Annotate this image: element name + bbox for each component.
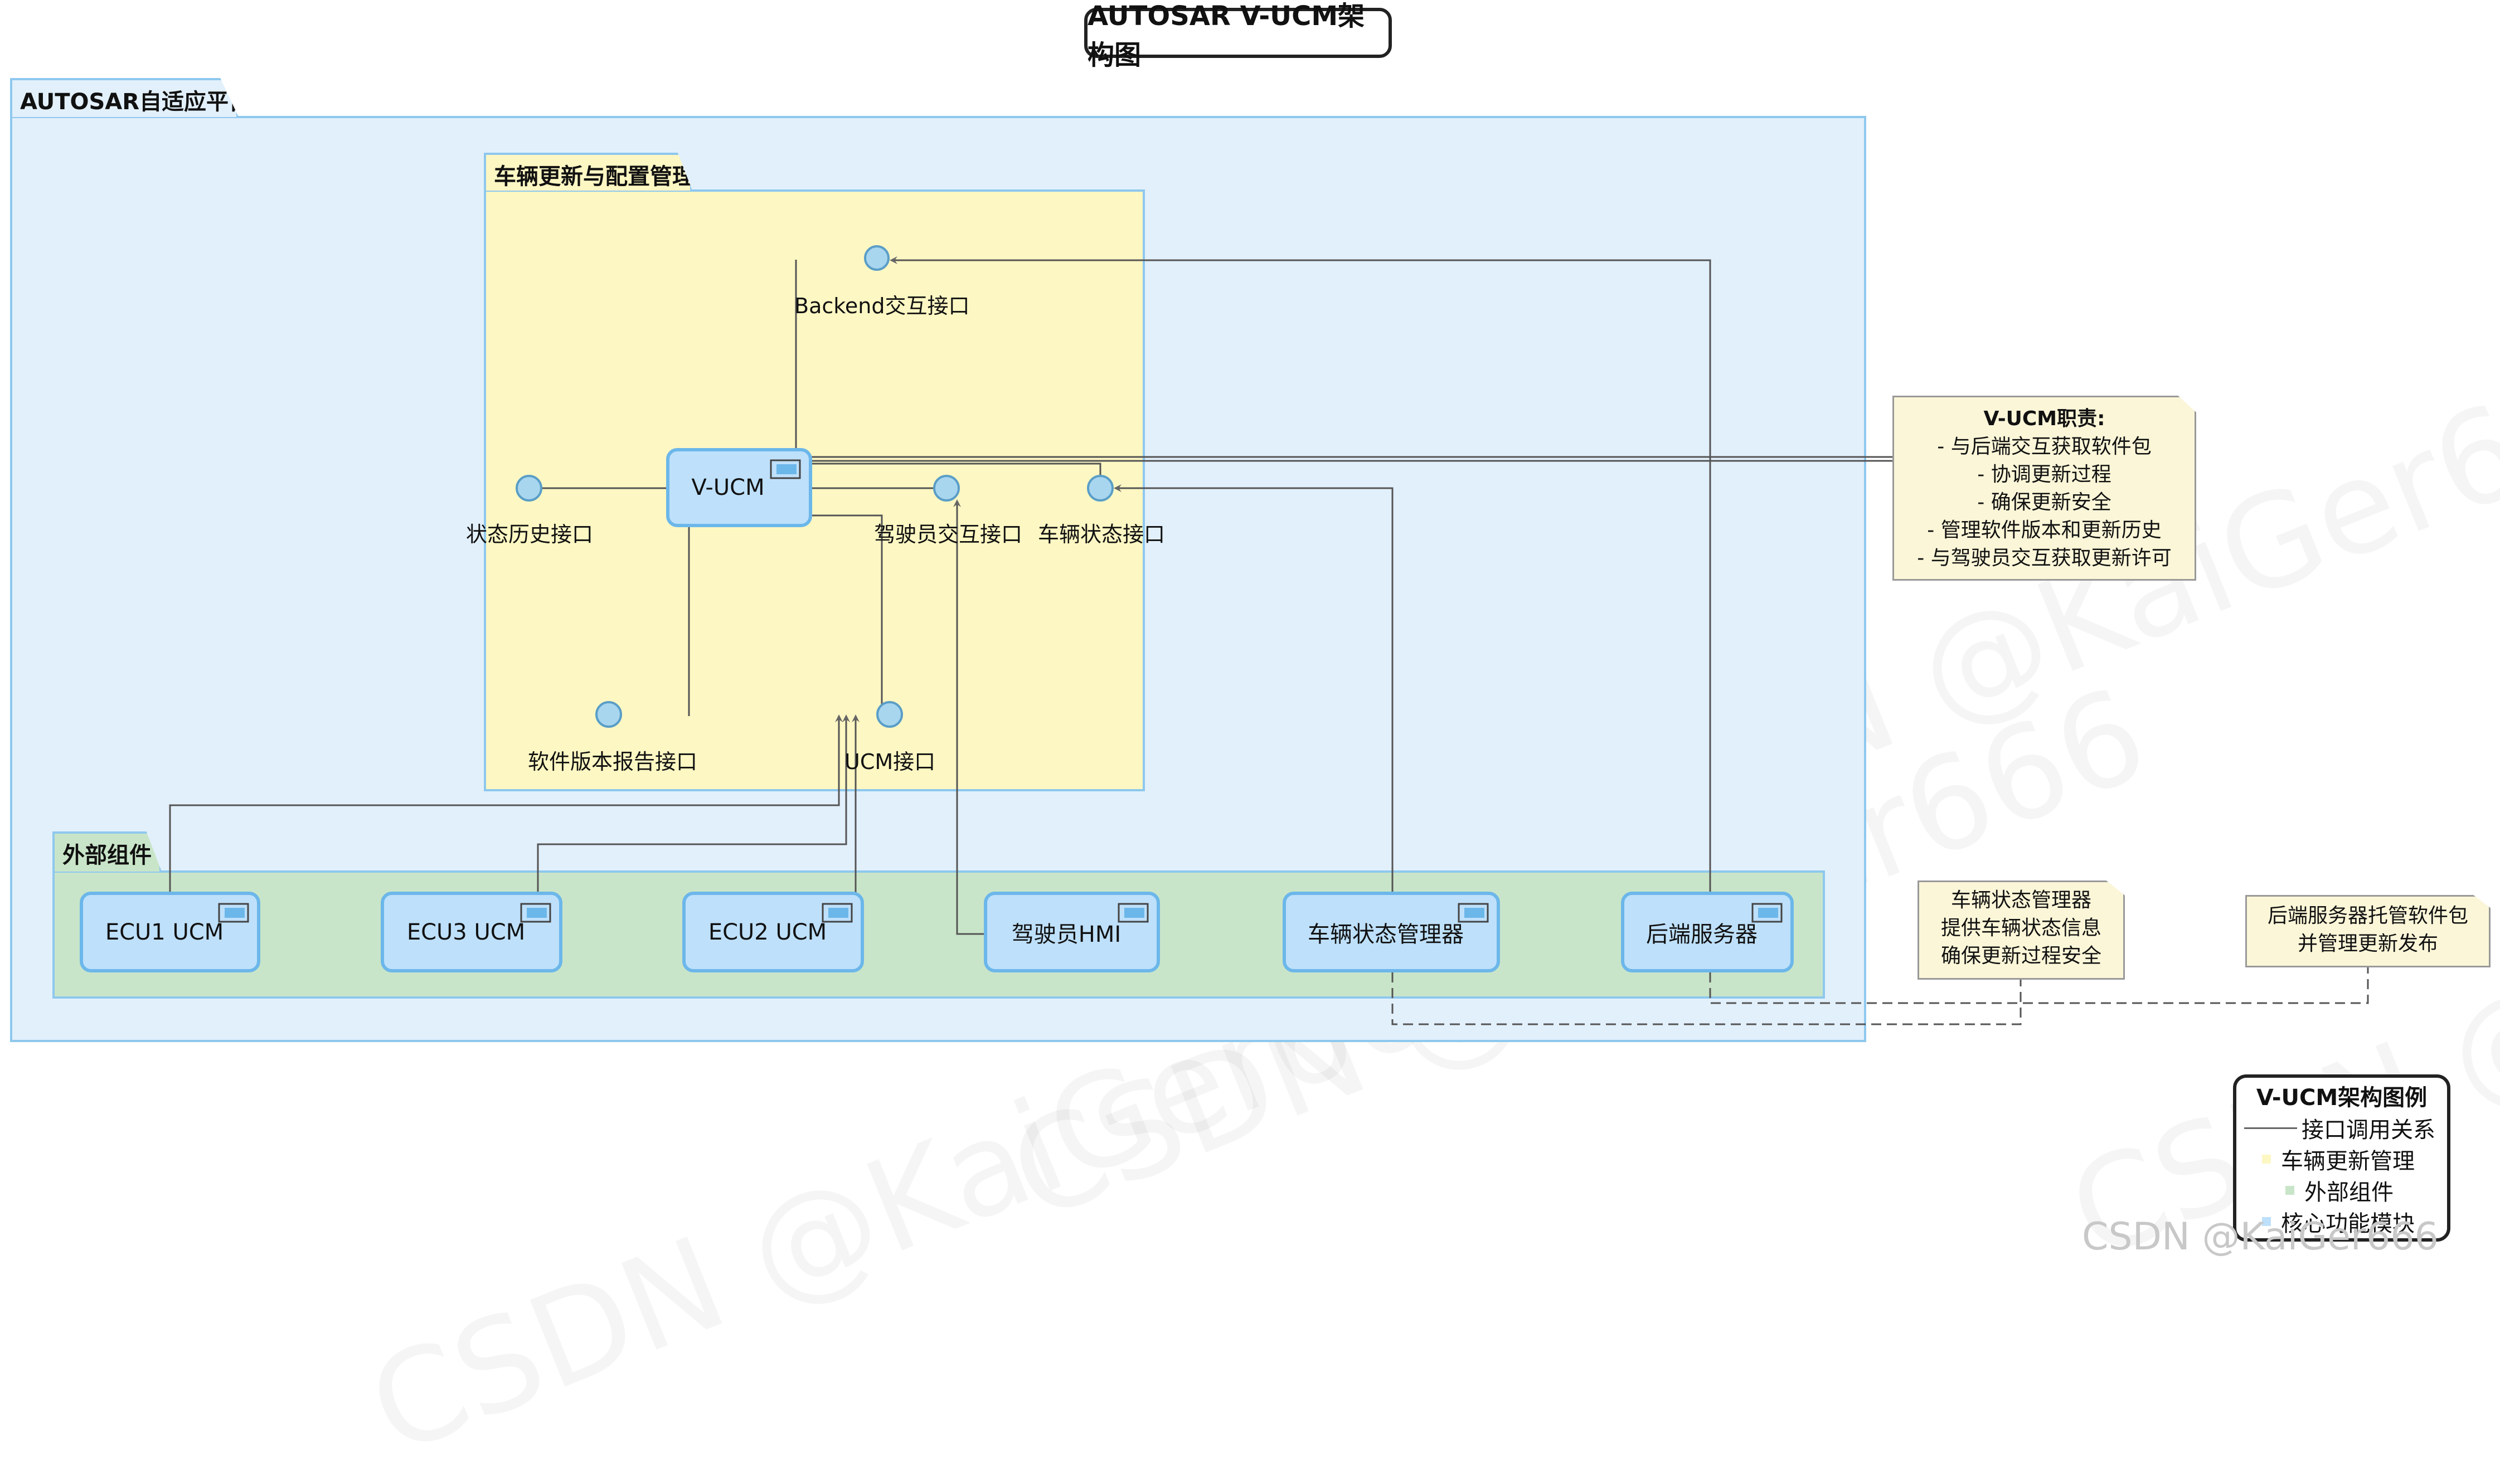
backend-note-line: 并管理更新发布	[2297, 932, 2438, 955]
vucm-note-line: - 协调更新过程	[1977, 463, 2111, 486]
driver-hmi-label: 驾驶员HMI	[1011, 921, 1122, 947]
legend-line-swatch	[2244, 1127, 2297, 1129]
ucm-interface-label: UCM接口	[844, 750, 936, 774]
link-ecu1-ucm	[169, 714, 843, 893]
backend-interface-circle[interactable]	[864, 245, 890, 271]
backend-server-label: 后端服务器	[1646, 921, 1758, 947]
link-vsm-vehicle-state	[1114, 484, 1394, 893]
link-hmi-driver	[953, 499, 987, 935]
vehicle-state-interface-label: 车辆状态接口	[1038, 522, 1166, 547]
sw-report-interface-label: 软件版本报告接口	[528, 750, 698, 774]
link-vucm-ucm	[811, 514, 883, 708]
legend-item-label: 接口调用关系	[2302, 1117, 2435, 1143]
vehicle-state-manager-label: 车辆状态管理器	[1308, 921, 1464, 947]
link-backend-note	[1709, 967, 2369, 1004]
component-icon	[770, 459, 801, 479]
legend-item-label: 车辆更新管理	[2281, 1149, 2415, 1174]
driver-hmi-component[interactable]: 驾驶员HMI	[984, 892, 1160, 972]
legend-title: V-UCM架构图例	[2256, 1085, 2428, 1111]
ecu1-ucm-label: ECU1 UCM	[105, 919, 224, 945]
legend-item-external: 外部组件	[2236, 1175, 2447, 1206]
link-vsm-note	[1391, 972, 2022, 1025]
backend-server-component[interactable]: 后端服务器	[1621, 892, 1794, 972]
legend-item-vehicle: 车辆更新管理	[2236, 1144, 2447, 1175]
backend-interface-label: Backend交互接口	[794, 294, 970, 318]
vucm-note-line: - 与后端交互获取软件包	[1937, 435, 2152, 458]
vehicle-state-interface-circle[interactable]	[1087, 475, 1114, 502]
history-interface-label: 状态历史接口	[466, 522, 594, 547]
ecu2-ucm-component[interactable]: ECU2 UCM	[682, 892, 864, 972]
legend-item-interface: 接口调用关系	[2236, 1112, 2447, 1144]
legend-item-label: 外部组件	[2304, 1180, 2394, 1205]
ecu3-ucm-label: ECU3 UCM	[406, 919, 526, 945]
ecu1-ucm-component[interactable]: ECU1 UCM	[80, 892, 260, 972]
link-backend-server	[890, 256, 1711, 893]
vucm-label: V-UCM	[691, 475, 765, 500]
ecu2-ucm-label: ECU2 UCM	[708, 919, 827, 945]
component-icon	[1458, 903, 1489, 923]
vehicle-update-package-tab: 车辆更新与配置管理	[484, 153, 692, 191]
sw-report-interface-circle[interactable]	[595, 701, 622, 728]
component-icon	[822, 903, 853, 923]
component-icon	[1118, 903, 1149, 923]
ecu3-ucm-component[interactable]: ECU3 UCM	[381, 892, 562, 972]
external-package	[52, 870, 1825, 999]
component-icon	[520, 903, 551, 923]
vehicle-state-manager-component[interactable]: 车辆状态管理器	[1283, 892, 1500, 972]
vehicle-update-package	[484, 189, 1145, 791]
vsm-note-line: 车辆状态管理器	[1950, 889, 2091, 912]
driver-interface-label: 驾驶员交互接口	[874, 522, 1023, 547]
vsm-note-line: 提供车辆状态信息	[1940, 917, 2101, 940]
vucm-responsibility-note: V-UCM职责: - 与后端交互获取软件包 - 协调更新过程 - 确保更新安全 …	[1892, 396, 2196, 581]
vsm-note: 车辆状态管理器 提供车辆状态信息 确保更新过程安全	[1918, 880, 2125, 980]
legend-green-swatch	[2285, 1186, 2294, 1195]
vucm-note-line: - 与驾驶员交互获取更新许可	[1917, 547, 2172, 570]
vucm-note-line: - 确保更新安全	[1977, 491, 2111, 514]
vucm-component[interactable]: V-UCM	[666, 448, 812, 527]
backend-note: 后端服务器托管软件包 并管理更新发布	[2245, 895, 2491, 967]
platform-package-tab: AUTOSAR自适应平台	[10, 78, 239, 117]
backend-note-line: 后端服务器托管软件包	[2267, 904, 2468, 927]
legend-item-label: 核心功能模块	[2281, 1211, 2415, 1237]
driver-interface-circle[interactable]	[933, 475, 960, 502]
legend-item-core: 核心功能模块	[2236, 1206, 2447, 1237]
ucm-interface-circle[interactable]	[876, 701, 903, 728]
connections	[169, 256, 2369, 1025]
corner-watermark: CSDN @KaiGer666	[2082, 1215, 2439, 1259]
history-interface-circle[interactable]	[516, 475, 542, 502]
legend: V-UCM架构图例 接口调用关系 车辆更新管理 外部组件 核心功能模块	[2233, 1074, 2450, 1242]
vsm-note-line: 确保更新过程安全	[1940, 945, 2101, 967]
vucm-note-title: V-UCM职责:	[1983, 407, 2105, 430]
link-vucm-vehicle-state	[811, 463, 1101, 475]
link-ecu3-ucm	[537, 714, 850, 893]
component-icon	[1751, 903, 1783, 923]
component-icon	[218, 903, 249, 923]
legend-blue-swatch	[2262, 1217, 2271, 1226]
vucm-note-line: - 管理软件版本和更新历史	[1927, 519, 2162, 542]
legend-yellow-swatch	[2262, 1155, 2271, 1164]
